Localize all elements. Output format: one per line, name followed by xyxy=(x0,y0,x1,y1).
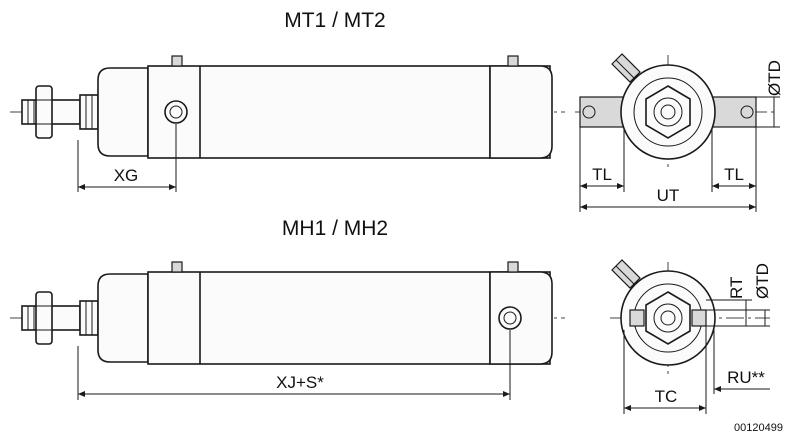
dim-xg: XG xyxy=(77,124,177,192)
title-mh: MH1 / MH2 xyxy=(282,217,388,240)
label-tl-left: TL xyxy=(592,165,612,184)
label-td-top: ØTD xyxy=(765,60,784,96)
drawing-code: 00120499 xyxy=(734,422,783,434)
end-view-mt xyxy=(575,53,775,170)
label-ut: UT xyxy=(657,186,680,205)
side-view-mh xyxy=(10,261,565,365)
label-rt: RT xyxy=(727,277,746,299)
dim-td-top: ØTD xyxy=(756,60,784,128)
dim-tc-ru: TC RU** xyxy=(623,326,770,414)
label-tl-right: TL xyxy=(724,165,744,184)
label-ru: RU** xyxy=(727,368,765,387)
dim-tl-ut: TL TL UT xyxy=(579,127,757,212)
label-xg: XG xyxy=(114,166,139,185)
label-td-bottom: ØTD xyxy=(753,263,772,299)
title-mt: MT1 / MT2 xyxy=(284,9,386,32)
dim-xj-s: XJ+S* xyxy=(77,330,511,400)
end-view-mh xyxy=(610,259,770,378)
label-tc: TC xyxy=(655,387,678,406)
label-xj-s: XJ+S* xyxy=(276,373,324,392)
side-view-mt xyxy=(10,55,565,159)
dim-rt-td: RT ØTD xyxy=(706,263,772,327)
